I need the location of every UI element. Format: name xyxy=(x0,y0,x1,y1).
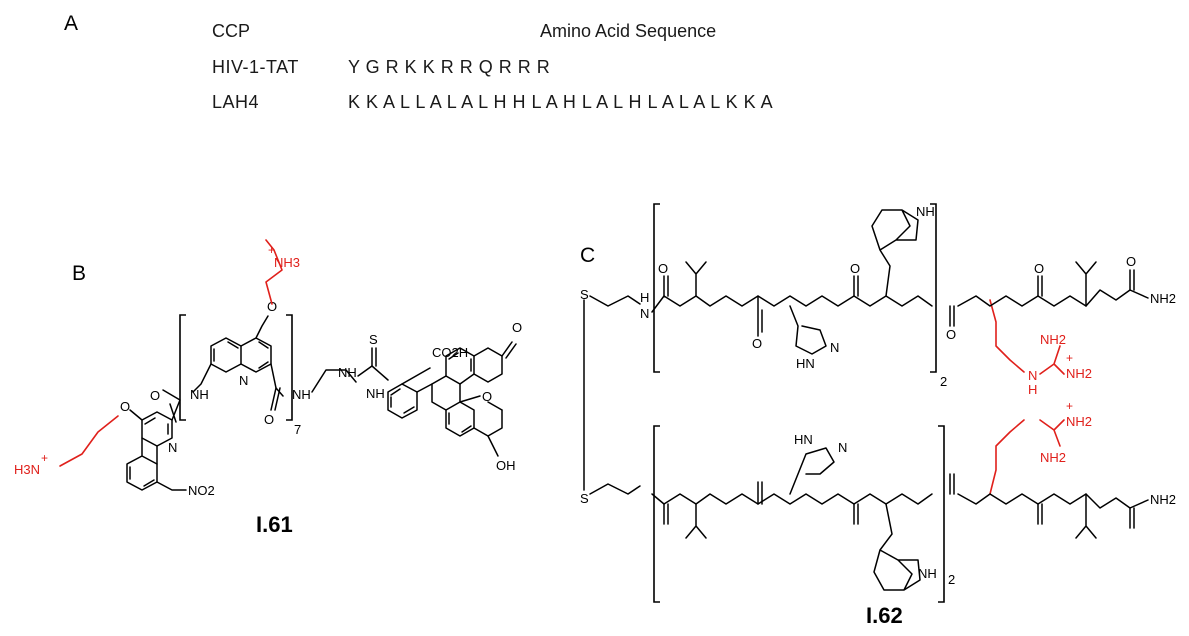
upper-bracket-right xyxy=(930,203,937,373)
lower-tryptophan-sidechain xyxy=(873,503,921,591)
h3n-charge: + xyxy=(41,451,48,465)
lower-valine-sidechain xyxy=(685,503,707,539)
benzoic-acid-ring xyxy=(387,383,418,419)
panel-c-letter: C xyxy=(580,244,596,267)
upper-tail xyxy=(957,289,1149,307)
xanthene-upper-ring xyxy=(445,347,475,385)
lower-histidine-hn: HN xyxy=(794,432,813,447)
upper-nh-1-h: H xyxy=(640,290,649,305)
upper-carbonyl-5: O xyxy=(1034,261,1044,276)
upper-valine-sidechain-2 xyxy=(1075,261,1097,307)
aminopropyl-chain-upper xyxy=(265,239,283,305)
upper-histidine-sidechain xyxy=(789,305,827,355)
upper-tryptophan-nh: NH xyxy=(916,204,935,219)
ring-nitrogen-upper: N xyxy=(239,373,248,388)
lower-histidine-sidechain xyxy=(789,447,835,495)
repeat-count-7: 7 xyxy=(294,422,301,437)
upper-bracket-left xyxy=(653,203,660,373)
ring-nitrogen-lower: N xyxy=(168,440,177,455)
carbonyl-oxygen-lower: O xyxy=(150,388,160,403)
nitro-group: NO2 xyxy=(188,483,215,498)
amide-nh-right: NH xyxy=(292,387,311,402)
quinoline-pyridine-ring xyxy=(240,337,272,373)
lower-arginine-chain xyxy=(989,419,1025,495)
lower-tryptophan-nh: NH xyxy=(918,566,937,581)
lower-guanidine-charge: + xyxy=(1066,399,1073,413)
hydroxyl-group: OH xyxy=(496,458,516,473)
upper-valine-sidechain xyxy=(685,261,707,297)
panel-b-letter: B xyxy=(72,262,87,285)
amide-nh-upper: NH xyxy=(190,387,209,402)
upper-repeat-2: 2 xyxy=(940,374,947,389)
compound-label-i61: I.61 xyxy=(256,512,293,537)
peptide-sequence-hiv-1-tat: Y G R K K R R Q R R R xyxy=(348,57,551,77)
xanthene-carbonyl-oxygen: O xyxy=(512,320,522,335)
upper-terminal-nh2: NH2 xyxy=(1150,291,1176,306)
repeat-bracket-left xyxy=(179,314,186,421)
ether-oxygen-upper: O xyxy=(267,299,277,314)
upper-histidine-hn: HN xyxy=(796,356,815,371)
upper-carbonyl-1: O xyxy=(658,261,668,276)
quinoline-benzo-ring xyxy=(210,337,242,373)
ccp-header: CCP xyxy=(212,21,251,41)
nh3-group: NH3 xyxy=(274,255,300,270)
lower-guanidine-nh2-2: NH2 xyxy=(1066,414,1092,429)
upper-guanidine-nh2-1: NH2 xyxy=(1040,332,1066,347)
sulfur-upper: S xyxy=(580,287,589,302)
thiourea-nh-right: NH xyxy=(366,386,385,401)
h3n-group: H3N xyxy=(14,462,40,477)
peptide-name-lah4: LAH4 xyxy=(212,92,260,112)
structure-i61: 7 O N NH O NH NH3 + N NO2 O O xyxy=(14,239,522,498)
sulfur-lower: S xyxy=(580,491,589,506)
lower-repeat-2: 2 xyxy=(948,572,955,587)
ether-oxygen-lower: O xyxy=(120,399,130,414)
upper-tryptophan-sidechain xyxy=(871,209,919,297)
structure-i62: S S H N 2 O O HN N O NH O N H NH2 NH2 + … xyxy=(580,203,1176,603)
upper-carbonyl-6: O xyxy=(1126,254,1136,269)
upper-arginine-nh-n: N xyxy=(1028,368,1037,383)
panel-a-letter: A xyxy=(64,12,79,35)
upper-histidine-n: N xyxy=(830,340,839,355)
xanthene-ring-oxygen: O xyxy=(482,389,492,404)
thiourea-sulfur: S xyxy=(369,332,378,347)
upper-carbonyl-2: O xyxy=(752,336,762,351)
sequence-header: Amino Acid Sequence xyxy=(540,21,717,41)
compound-label-i62: I.62 xyxy=(866,603,903,628)
peptide-name-hiv-1-tat: HIV-1-TAT xyxy=(212,57,299,77)
lower-histidine-n: N xyxy=(838,440,847,455)
upper-guanidine-charge: + xyxy=(1066,351,1073,365)
lower-backbone xyxy=(651,493,933,505)
upper-arginine-chain xyxy=(989,299,1025,373)
upper-strand-linker xyxy=(589,295,641,307)
ethylene-linker xyxy=(311,369,357,393)
repeat-bracket-right xyxy=(286,314,293,421)
lower-bracket-right xyxy=(938,425,945,603)
upper-carbonyl-4: O xyxy=(946,327,956,342)
upper-guanidine-nh2-2: NH2 xyxy=(1066,366,1092,381)
aminopropyl-chain-lower xyxy=(59,415,119,467)
quinoline-lower-benzo-ring xyxy=(126,437,158,491)
upper-nh-1-n: N xyxy=(640,306,649,321)
lower-valine-sidechain-2 xyxy=(1075,493,1097,539)
lower-guanidine-nh2-1: NH2 xyxy=(1040,450,1066,465)
lower-strand-linker xyxy=(589,483,641,495)
xanthene-lower-ring xyxy=(445,401,475,437)
lower-terminal-nh2: NH2 xyxy=(1150,492,1176,507)
upper-carbonyl-3: O xyxy=(850,261,860,276)
peptide-sequence-lah4: K K A L L A L A L H H L A H L A L H L A … xyxy=(348,92,774,112)
carbonyl-oxygen-upper: O xyxy=(264,412,274,427)
upper-arginine-nh-h: H xyxy=(1028,382,1037,397)
thiourea-nh-left: NH xyxy=(338,365,357,380)
lower-bracket-left xyxy=(653,425,660,603)
lower-tail xyxy=(957,493,1149,509)
nh3-charge: + xyxy=(268,243,275,257)
xanthene-center-ring xyxy=(431,375,461,411)
